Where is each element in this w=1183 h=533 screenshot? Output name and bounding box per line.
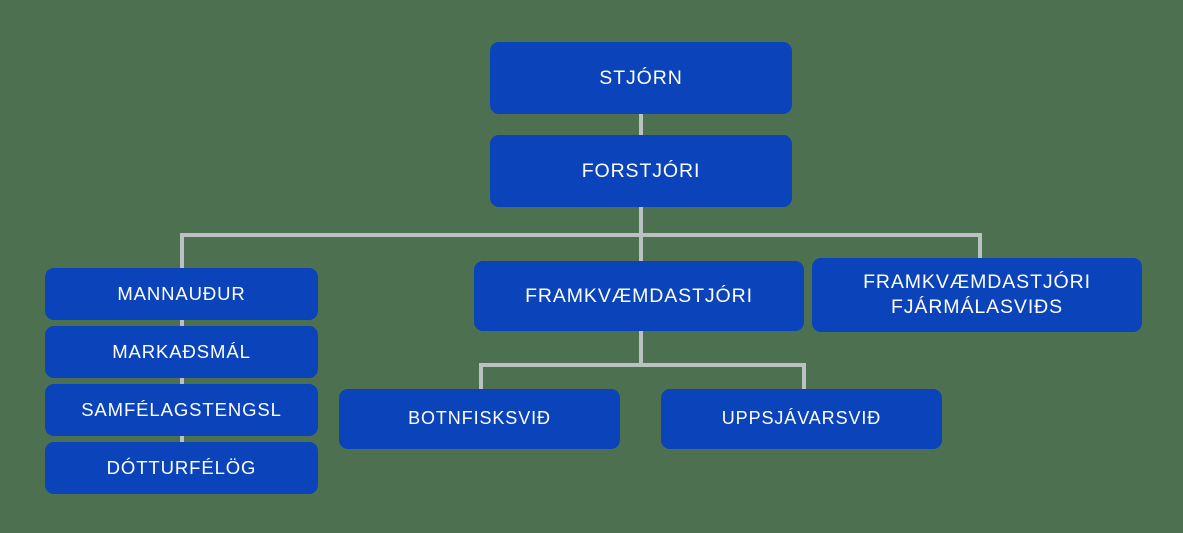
node-managing-director[interactable]: FRAMKVÆMDASTJÓRI [474, 261, 804, 331]
node-subsidiaries[interactable]: DÓTTURFÉLÖG [45, 442, 318, 494]
connector-managing-director-down [639, 331, 643, 365]
node-finance-director[interactable]: FRAMKVÆMDASTJÓRI FJÁRMÁLASVIÐS [812, 258, 1142, 332]
node-ceo-label: FORSTJÓRI [581, 159, 701, 182]
node-demersal-division[interactable]: BOTNFISKSVIÐ [339, 389, 620, 449]
node-demersal-division-label: BOTNFISKSVIÐ [408, 408, 551, 429]
node-board[interactable]: STJÓRN [490, 42, 792, 114]
node-subsidiaries-label: DÓTTURFÉLÖG [106, 457, 257, 479]
connector-drop-finance-director [978, 233, 982, 261]
node-pelagic-division[interactable]: UPPSJÁVARSVIÐ [661, 389, 942, 449]
node-marketing[interactable]: MARKAÐSMÁL [45, 326, 318, 378]
connector-drop-managing-director [639, 233, 643, 263]
connector-ceo-down [639, 205, 643, 235]
node-finance-director-label: FRAMKVÆMDASTJÓRI FJÁRMÁLASVIÐS [863, 271, 1091, 318]
connector-drop-pelagic [802, 363, 806, 390]
node-human-resources-label: MANNAUÐUR [117, 283, 246, 305]
connector-board-to-ceo [639, 113, 643, 137]
node-community-relations[interactable]: SAMFÉLAGSTENGSL [45, 384, 318, 436]
connector-drop-left-staff [180, 233, 184, 269]
connector-horizontal-bus [182, 233, 982, 237]
node-pelagic-division-label: UPPSJÁVARSVIÐ [721, 408, 882, 429]
node-marketing-label: MARKAÐSMÁL [112, 341, 251, 363]
node-board-label: STJÓRN [599, 66, 683, 89]
node-ceo[interactable]: FORSTJÓRI [490, 135, 792, 207]
node-human-resources[interactable]: MANNAUÐUR [45, 268, 318, 320]
node-managing-director-label: FRAMKVÆMDASTJÓRI [525, 284, 753, 307]
connector-bottom-bus [479, 363, 806, 367]
connector-drop-demersal [479, 363, 483, 390]
node-community-relations-label: SAMFÉLAGSTENGSL [81, 399, 282, 421]
